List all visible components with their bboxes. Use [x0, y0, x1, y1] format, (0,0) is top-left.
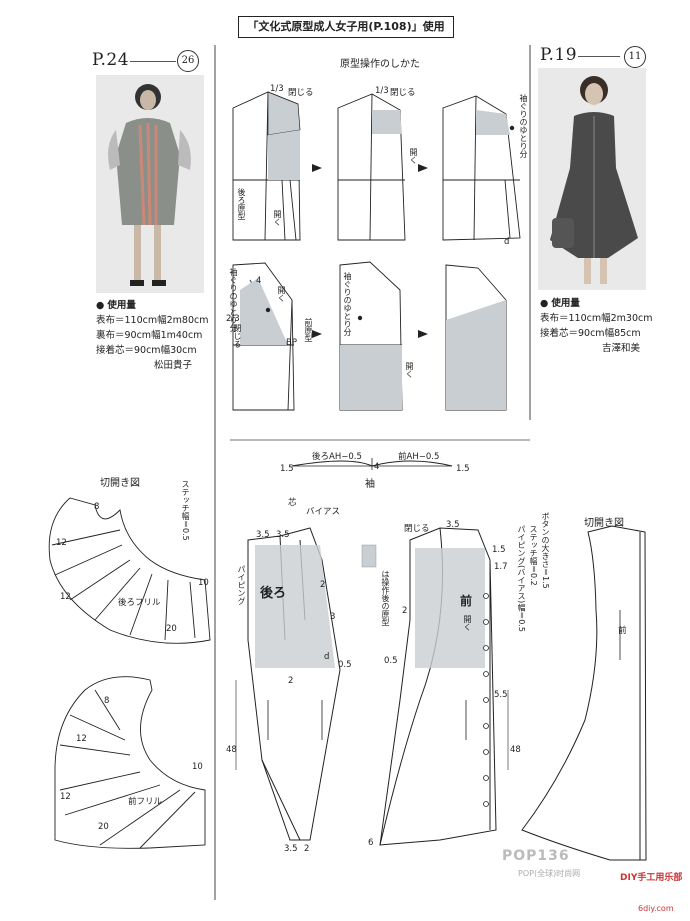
close-label: 閉じる — [390, 88, 416, 98]
interfacing-label: 芯 — [288, 498, 297, 508]
spec-line: 裏布＝90cm幅1m40cm — [96, 330, 203, 341]
front-frill-label: 前フリル — [128, 797, 163, 807]
watermark-logo: POP136 — [502, 848, 570, 864]
spec-title: 使用量 — [107, 300, 136, 311]
model-illustration — [108, 84, 191, 286]
open-label: 開く — [409, 148, 418, 164]
measure-label: 3.5 — [256, 530, 270, 540]
open-label: 開く — [463, 615, 472, 631]
close-label: 閉じる — [404, 524, 430, 534]
section-title: 切開き図 — [584, 518, 624, 529]
close-label: 閉じる — [288, 88, 314, 98]
piping-label: パイピング — [237, 565, 246, 605]
measure-label: 12 — [76, 734, 87, 744]
designer-name: 吉澤和美 — [601, 343, 640, 354]
back-piece-label: 後ろ — [260, 586, 287, 601]
measure-label: 5.5 — [494, 690, 508, 700]
fraction-label: 1/3 — [375, 86, 389, 96]
measure-label: 2 — [320, 580, 326, 590]
measure-label: 0.5 — [384, 656, 398, 666]
measure-label: 2 — [402, 606, 408, 616]
section-title: 原型操作のしかた — [340, 59, 420, 70]
measure-label: 1.5 — [492, 545, 506, 555]
spec-title: 使用量 — [551, 298, 580, 309]
close-label: 閉じる — [233, 324, 242, 348]
spec-line: 接着芯＝90cm幅85cm — [540, 328, 641, 339]
measure-label: 48 — [510, 745, 521, 755]
measure-label: 2 — [304, 844, 310, 854]
spec-line: 表布＝110cm幅2m80cm — [96, 315, 209, 326]
measure-label: 12 — [60, 592, 71, 602]
sleeve-label: 袖 — [365, 479, 375, 490]
watermark-url: 6diy.com — [638, 904, 674, 913]
measure-label: 20 — [98, 822, 109, 832]
measure-label: 6 — [368, 838, 374, 848]
measure-label: 12 — [60, 792, 71, 802]
sleeve-back-ah: 後ろAH−0.5 — [312, 452, 362, 462]
model-photo-right — [538, 68, 646, 290]
measure-label: 3 — [330, 612, 336, 622]
front-bodice-label: 前原型 — [304, 318, 313, 342]
designer-name: 松田貴子 — [153, 360, 192, 371]
measure-label: 1.5 — [280, 464, 294, 474]
watermark-site: DIY手工用乐部 — [620, 873, 683, 883]
ease-label: 袖ぐりのゆとり分 — [519, 94, 528, 158]
measure-label: 12 — [56, 538, 67, 548]
divider — [578, 56, 620, 57]
measure-label: 4 — [256, 276, 262, 286]
section-title: 切開き図 — [100, 478, 140, 489]
materials-left: ● 使用量 表布＝110cm幅2m80cm 裏布＝90cm幅1m40cm 接着芯… — [96, 300, 209, 371]
fraction-label: 1/3 — [270, 84, 284, 94]
piping-note: パイピング(バイアス)幅＝0.5 — [517, 525, 526, 632]
measure-label: 48 — [226, 745, 237, 755]
measure-label: 10 — [192, 762, 203, 772]
open-label: 開く — [405, 362, 414, 378]
page-reference: P.24 — [92, 50, 130, 70]
button-size-note: ボタンの大きさ＝1.5 — [541, 512, 550, 589]
spec-line: 接着芯＝90cm幅30cm — [96, 345, 197, 356]
page-header: 「文化式原型成人女子用(P.108)」使用 — [238, 16, 454, 38]
measure-label: 8 — [104, 696, 110, 706]
fraction-label: 2/3 — [226, 314, 240, 324]
measure-label: 3.5 — [276, 530, 290, 540]
sleeve-front-ah: 前AH−0.5 — [398, 452, 440, 462]
measure-label: 8 — [94, 502, 100, 512]
ease-label: 袖ぐりのゆとり分 — [343, 272, 352, 336]
page-number-badge: 11 — [624, 46, 646, 68]
back-bodice-label: 後ろ原型 — [237, 188, 246, 220]
measure-label: 3.5 — [284, 844, 298, 854]
model-photo-left — [96, 75, 204, 293]
open-label: 開く — [273, 210, 282, 226]
measure-label: 10 — [198, 578, 209, 588]
front-piece-label: 前 — [460, 594, 473, 608]
dart-label: d — [324, 652, 330, 662]
spec-line: 表布＝110cm幅2m30cm — [540, 313, 653, 324]
page-number-badge: 26 — [177, 50, 199, 72]
watermark-subtitle: POP(全球)时尚网 — [518, 869, 581, 878]
bp-label: BP — [286, 338, 297, 348]
open-label: 開く — [277, 286, 286, 302]
legend-note: は操作後の原型 — [381, 570, 390, 626]
bias-label: バイアス — [306, 507, 341, 517]
model-illustration — [550, 76, 638, 284]
materials-right: ● 使用量 表布＝110cm幅2m30cm 接着芯＝90cm幅85cm 吉澤和美 — [540, 298, 653, 354]
page-reference: P.19 — [540, 45, 578, 65]
measure-label: 4 — [374, 462, 380, 472]
dart-label: d — [504, 237, 510, 247]
stitch-note: ステッチ幅＝0.2 — [529, 525, 538, 586]
ease-label: 袖ぐりのゆとり分 — [229, 268, 238, 332]
measure-label: 1.5 — [456, 464, 470, 474]
divider — [130, 61, 176, 62]
measure-label: 3.5 — [446, 520, 460, 530]
measure-label: 1.7 — [494, 562, 508, 572]
back-frill-label: 後ろフリル — [118, 598, 161, 608]
measure-label: 2 — [288, 676, 294, 686]
front-label: 前 — [618, 626, 627, 636]
measure-label: 0.5 — [338, 660, 352, 670]
measure-label: 20 — [166, 624, 177, 634]
stitch-note: ステッチ幅＝0.5 — [181, 480, 190, 541]
